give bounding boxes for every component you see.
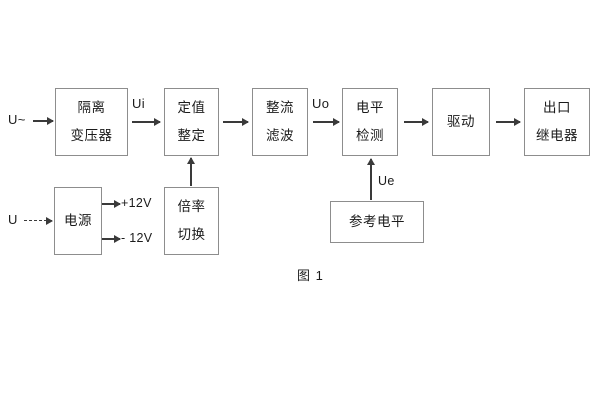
block-setpoint-setting: 定值 整定	[164, 88, 219, 156]
signal-ui-label: Ui	[132, 96, 145, 111]
block-output-relay: 出口 继电器	[524, 88, 590, 156]
block-line: 参考电平	[349, 213, 405, 229]
drive-to-relay-arrow	[496, 121, 520, 123]
dc-input-arrow	[24, 220, 52, 221]
block-line: 继电器	[536, 128, 578, 143]
block-line: 检测	[356, 128, 384, 143]
uo-arrow	[313, 121, 339, 123]
block-rectify-filter: 整流 滤波	[252, 88, 308, 156]
level-to-drive-arrow	[404, 121, 428, 123]
block-line: 整流	[266, 99, 294, 115]
block-multiplier-switch: 倍率 切换	[164, 187, 219, 255]
figure-caption: 图 1	[297, 268, 324, 283]
block-power-supply: 电源	[54, 187, 102, 255]
setpoint-to-rectify-arrow	[223, 121, 248, 123]
block-level-detection: 电平 检测	[342, 88, 398, 156]
block-line: 滤波	[266, 128, 294, 143]
block-drive: 驱动	[432, 88, 490, 156]
block-line: 倍率	[177, 198, 206, 214]
multiplier-to-setpoint-arrow	[190, 158, 192, 186]
block-isolation-transformer: 隔离 变压器	[55, 88, 128, 156]
block-line: 定值	[177, 99, 206, 115]
block-line: 隔离	[77, 99, 106, 115]
ac-input-label: U~	[8, 112, 26, 127]
reference-to-level-arrow	[370, 159, 372, 200]
dc-input-label: U	[8, 212, 18, 227]
rail-positive-arrow	[102, 203, 120, 205]
block-line: 整定	[177, 128, 206, 143]
signal-ue-label: Ue	[378, 174, 395, 188]
block-line: 出口	[543, 99, 571, 115]
block-line: 电平	[356, 99, 384, 115]
ac-input-arrow	[33, 120, 53, 122]
signal-uo-label: Uo	[312, 96, 330, 111]
block-line: 驱动	[447, 113, 475, 129]
rail-negative-arrow	[102, 238, 120, 240]
rail-negative-label: - 12V	[121, 231, 153, 245]
block-reference-level: 参考电平	[330, 201, 424, 243]
block-line: 切换	[177, 227, 206, 242]
rail-positive-label: +12V	[121, 196, 152, 210]
block-line: 电源	[64, 212, 92, 228]
block-line: 变压器	[70, 128, 113, 143]
ui-arrow	[132, 121, 160, 123]
